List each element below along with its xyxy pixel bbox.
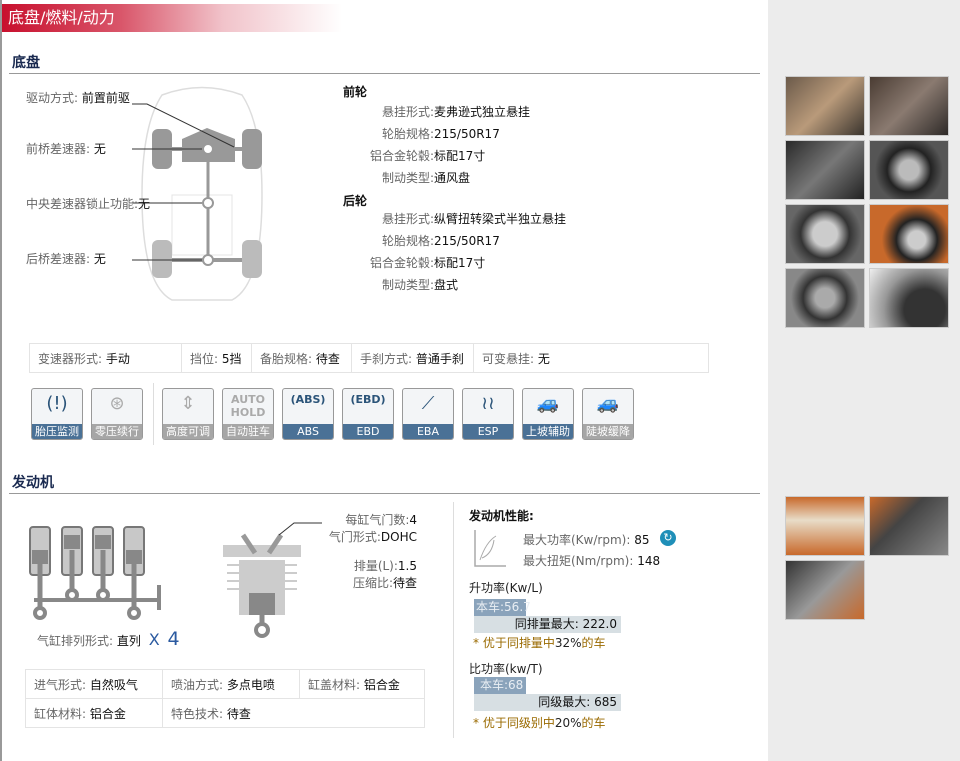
feature-abs[interactable]: (ABS) ABS	[282, 388, 334, 440]
feature-label: 胎压监测	[32, 424, 82, 439]
feature-run-flat-tire[interactable]: ⊛ 零压续行	[91, 388, 143, 440]
chassis-photo[interactable]	[869, 204, 949, 264]
abs-icon: (ABS)	[290, 393, 326, 406]
engine-performance-title: 发动机性能:	[469, 509, 534, 523]
front-differential: 前桥差速器: 无	[26, 142, 106, 156]
refresh-icon[interactable]: ↻	[660, 530, 676, 546]
feature-label: 陡坡缓降	[583, 424, 633, 439]
engine-photo[interactable]	[869, 496, 949, 556]
chassis-spec-table: 变速器形式: 手动 挡位: 5挡 备胎规格: 待查 手刹方式: 普通手刹 可变悬…	[29, 343, 709, 373]
chassis-photo[interactable]	[785, 204, 865, 264]
chassis-title: 底盘	[12, 55, 40, 71]
chassis-photo[interactable]	[869, 76, 949, 136]
drive-type: 驱动方式: 前置前驱	[26, 91, 130, 105]
feature-label: 高度可调	[163, 424, 213, 439]
feature-height-adjust[interactable]: ⇕ 高度可调	[162, 388, 214, 440]
engine-title: 发动机	[12, 475, 54, 491]
eba-icon: ⟋	[421, 393, 435, 414]
tire-pressure-icon: (!)	[46, 393, 68, 414]
performance-curve-icon	[474, 530, 506, 567]
feature-tire-pressure[interactable]: (!) 胎压监测	[31, 388, 83, 440]
chassis-photo[interactable]	[869, 140, 949, 200]
weight-power-note: * 优于同级别中20%的车	[473, 716, 606, 730]
auto-hold-icon: AUTO HOLD	[230, 393, 266, 419]
feature-label: 零压续行	[92, 424, 142, 439]
feature-label: 上坡辅助	[523, 424, 573, 439]
section-header: 底盘/燃料/动力	[2, 4, 342, 32]
rear-wheel-title: 后轮	[343, 194, 368, 208]
chassis-photo[interactable]	[869, 268, 949, 328]
center-differential-lock: 中央差速器锁止功能:无	[26, 197, 151, 211]
divider	[9, 73, 760, 74]
liter-power-bars: 本车:56.7 同排量最大: 222.0	[474, 599, 621, 633]
front-wheel-title: 前轮	[343, 85, 368, 99]
photo-sidebar	[768, 0, 960, 761]
engine-photo[interactable]	[785, 496, 865, 556]
divider	[9, 493, 760, 494]
inline-cylinders-diagram	[29, 526, 161, 620]
feature-hill-start[interactable]: 🚙 上坡辅助	[522, 388, 574, 440]
liter-power-title: 升功率(Kw/L)	[469, 581, 543, 595]
valve-specs: 每缸气门数:4 气门形式:DOHC 排量(L):1.5 压缩比:待查	[328, 513, 417, 590]
rear-wheel-specs: 悬挂形式:纵臂扭转梁式半独立悬挂 轮胎规格:215/50R17 铝合金轮毂:标配…	[369, 212, 567, 292]
liter-power-note: * 优于同排量中32%的车	[473, 636, 606, 650]
single-cylinder-diagram	[223, 522, 322, 638]
chassis-photo[interactable]	[785, 268, 865, 328]
hill-start-icon: 🚙	[536, 393, 560, 414]
feature-hill-descent[interactable]: 🚙 陡坡缓降	[582, 388, 634, 440]
feature-label: 自动驻车	[223, 424, 273, 439]
feature-label: EBD	[343, 424, 393, 439]
feature-ebd[interactable]: (EBD) EBD	[342, 388, 394, 440]
feature-eba[interactable]: ⟋ EBA	[402, 388, 454, 440]
hill-descent-icon: 🚙	[596, 393, 620, 414]
drivetrain-diagram	[132, 86, 263, 301]
feature-label: ESP	[463, 424, 513, 439]
run-flat-tire-icon: ⊛	[109, 393, 125, 414]
feature-auto-hold[interactable]: AUTO HOLD 自动驻车	[222, 388, 274, 440]
chassis-photo[interactable]	[785, 76, 865, 136]
height-adjust-icon: ⇕	[180, 393, 196, 414]
cylinder-layout: 气缸排列形式: 直列 X 4	[37, 628, 180, 650]
max-torque: 最大扭矩(Nm/rpm): 148	[523, 554, 661, 568]
feature-label: EBA	[403, 424, 453, 439]
esp-icon: ≀≀	[481, 393, 495, 414]
feature-label: ABS	[283, 424, 333, 439]
engine-photo[interactable]	[785, 560, 865, 620]
rear-differential: 后桥差速器: 无	[26, 252, 106, 266]
weight-power-title: 比功率(kw/T)	[469, 662, 543, 676]
divider	[153, 383, 154, 445]
ebd-icon: (EBD)	[350, 393, 386, 406]
divider	[453, 502, 454, 738]
engine-spec-table: 进气形式: 自然吸气 喷油方式: 多点电喷 缸盖材料: 铝合金 缸体材料: 铝合…	[25, 669, 425, 728]
feature-esp[interactable]: ≀≀ ESP	[462, 388, 514, 440]
max-power: 最大功率(Kw/rpm): 85	[523, 533, 650, 547]
weight-power-bars: 本车:68 同级最大: 685	[474, 677, 621, 711]
front-wheel-specs: 悬挂形式:麦弗逊式独立悬挂 轮胎规格:215/50R17 铝合金轮毂:标配17寸…	[369, 105, 531, 185]
chassis-photo[interactable]	[785, 140, 865, 200]
